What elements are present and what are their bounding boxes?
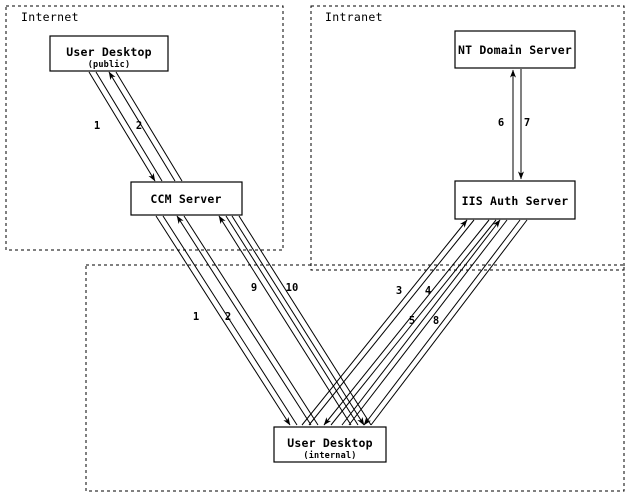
node-user-desktop-internal-subtitle: (internal) — [303, 450, 356, 461]
flow-line-1 — [88, 71, 156, 182]
flow-line-4b — [330, 219, 497, 426]
zone-internet-label: Internet — [21, 10, 79, 24]
flow-line-1b — [95, 71, 163, 182]
step-label-8: 8 — [433, 315, 439, 327]
step-label-1-internal: 1 — [193, 311, 199, 323]
node-nt-domain-server-title: NT Domain Server — [458, 43, 572, 57]
zone-intranet-label: Intranet — [325, 10, 383, 24]
node-iis-auth-server-title: IIS Auth Server — [462, 194, 569, 208]
node-nt-domain-server-box[interactable] — [454, 30, 576, 69]
flow-line-3 — [301, 219, 468, 426]
node-user-desktop-public[interactable]: User Desktop (public) — [49, 35, 169, 72]
node-user-desktop-internal-title: User Desktop — [287, 436, 372, 450]
flow-public-desktop-ccm — [88, 71, 183, 182]
flow-ccm-internal-desktop-a — [155, 215, 319, 426]
step-label-2-internal: 2 — [225, 311, 231, 323]
step-label-1-public: 1 — [94, 120, 100, 132]
flow-line-3b — [308, 219, 475, 426]
node-nt-domain-server[interactable]: NT Domain Server — [454, 30, 576, 69]
zone-internal-border — [85, 264, 625, 492]
flow-line-9 — [218, 215, 352, 426]
flow-internal-desktop-iis-a — [301, 219, 497, 426]
flow-line-8b — [370, 219, 528, 426]
flow-line-2b — [115, 71, 183, 182]
step-label-5: 5 — [409, 315, 415, 327]
flow-line-2-internal-b — [183, 215, 319, 426]
flow-line-9b — [225, 215, 359, 426]
flow-line-10 — [231, 215, 365, 426]
flow-line-2-internal — [176, 215, 312, 426]
flow-line-5 — [341, 219, 501, 426]
node-user-desktop-internal-box[interactable] — [273, 426, 387, 463]
node-ccm-server-box[interactable] — [130, 181, 243, 216]
flow-line-1-internal — [155, 215, 291, 426]
step-labels: 1 2 1 2 3 4 5 6 7 8 9 10 — [94, 117, 530, 327]
node-iis-auth-server-box[interactable] — [454, 180, 576, 220]
zone-internal-group — [85, 264, 625, 492]
zone-intranet-border — [310, 5, 625, 271]
flow-internal-desktop-iis-b — [341, 219, 528, 426]
step-label-9: 9 — [251, 282, 257, 294]
node-user-desktop-internal[interactable]: User Desktop (internal) — [273, 426, 387, 463]
node-ccm-server[interactable]: CCM Server — [130, 181, 243, 216]
zone-internet-group: Internet — [5, 5, 284, 251]
flow-iis-nt-domain — [510, 69, 524, 180]
flow-line-5b — [348, 219, 508, 426]
step-label-7: 7 — [524, 117, 530, 129]
flow-line-4 — [323, 219, 490, 426]
node-iis-auth-server[interactable]: IIS Auth Server — [454, 180, 576, 220]
step-label-4: 4 — [425, 285, 431, 297]
node-user-desktop-public-title: User Desktop — [66, 45, 151, 59]
node-ccm-server-title: CCM Server — [150, 192, 221, 206]
node-user-desktop-public-subtitle: (public) — [88, 59, 131, 70]
flow-line-2 — [108, 71, 176, 182]
step-label-2-public: 2 — [136, 120, 142, 132]
zone-intranet-group: Intranet — [310, 5, 625, 271]
zone-internet-border — [5, 5, 284, 251]
step-label-3: 3 — [396, 285, 402, 297]
flow-line-1-internal-b — [162, 215, 298, 426]
step-label-10: 10 — [286, 282, 299, 294]
step-label-6: 6 — [498, 117, 504, 129]
flow-line-8 — [363, 219, 521, 426]
flow-line-10b — [238, 215, 372, 426]
node-user-desktop-public-box[interactable] — [49, 35, 169, 72]
flow-ccm-internal-desktop-b — [218, 215, 372, 426]
